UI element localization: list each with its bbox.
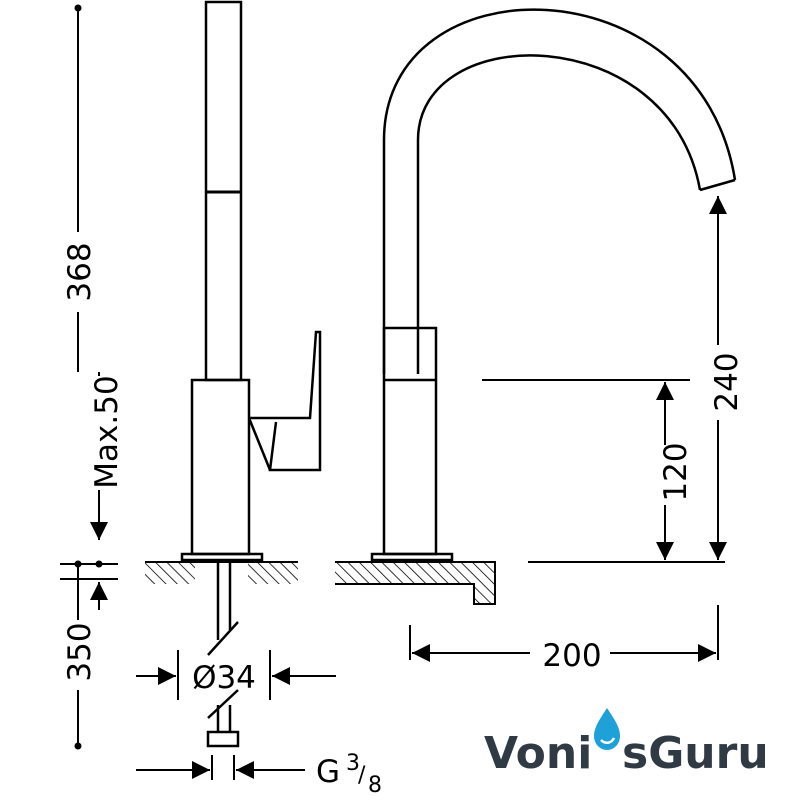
- supply-pipe: [206, 562, 240, 748]
- svg-text:8: 8: [368, 773, 382, 798]
- side-lever: [249, 330, 322, 472]
- label-under-deck: 350: [62, 622, 98, 681]
- faucet-front-view: [370, 8, 737, 562]
- connector-nut: [206, 730, 240, 748]
- spout-tip: [699, 178, 736, 192]
- svg-text:sGuru: sGuru: [622, 728, 769, 779]
- front-body: [382, 326, 438, 556]
- dot-top: [74, 4, 82, 12]
- label-overall-height: 368: [62, 242, 98, 301]
- diameter-dimension: [136, 650, 336, 700]
- water-drop-icon: [594, 708, 620, 750]
- dot-bottom: [74, 742, 82, 750]
- label-lever-height: 120: [658, 442, 694, 501]
- faucet-side-view: [180, 0, 322, 562]
- label-max-deck: Max.50: [89, 375, 125, 488]
- dot-deck: [74, 560, 82, 568]
- side-body: [190, 378, 251, 556]
- svg-text:Voni: Voni: [484, 728, 592, 779]
- side-base-flange: [180, 552, 264, 562]
- spout-inner-curve: [416, 54, 702, 374]
- label-connection-thread: G 3 / 8: [316, 751, 382, 798]
- front-base-flange: [370, 552, 454, 562]
- watermark-text-sguru: sGuru: [622, 728, 769, 779]
- spout-outer-curve: [382, 8, 737, 374]
- watermark-logo: Voni sGuru: [484, 708, 769, 779]
- left-dimension-chain: [60, 8, 118, 745]
- label-spout-reach: 200: [542, 638, 601, 674]
- connection-dimension: [136, 755, 305, 780]
- svg-text:G: G: [316, 754, 340, 790]
- deck-left: [145, 561, 298, 584]
- deck-right: [335, 561, 496, 605]
- right-dimension-lines: [409, 196, 727, 662]
- watermark-text-voni: Voni: [484, 728, 592, 779]
- dimension-dots: [74, 4, 103, 750]
- label-spout-height: 240: [709, 352, 745, 411]
- label-base-diameter: Ø34: [192, 660, 256, 696]
- svg-text:3: 3: [346, 751, 360, 776]
- dot-deck-right: [95, 560, 103, 568]
- svg-text:/: /: [358, 763, 366, 788]
